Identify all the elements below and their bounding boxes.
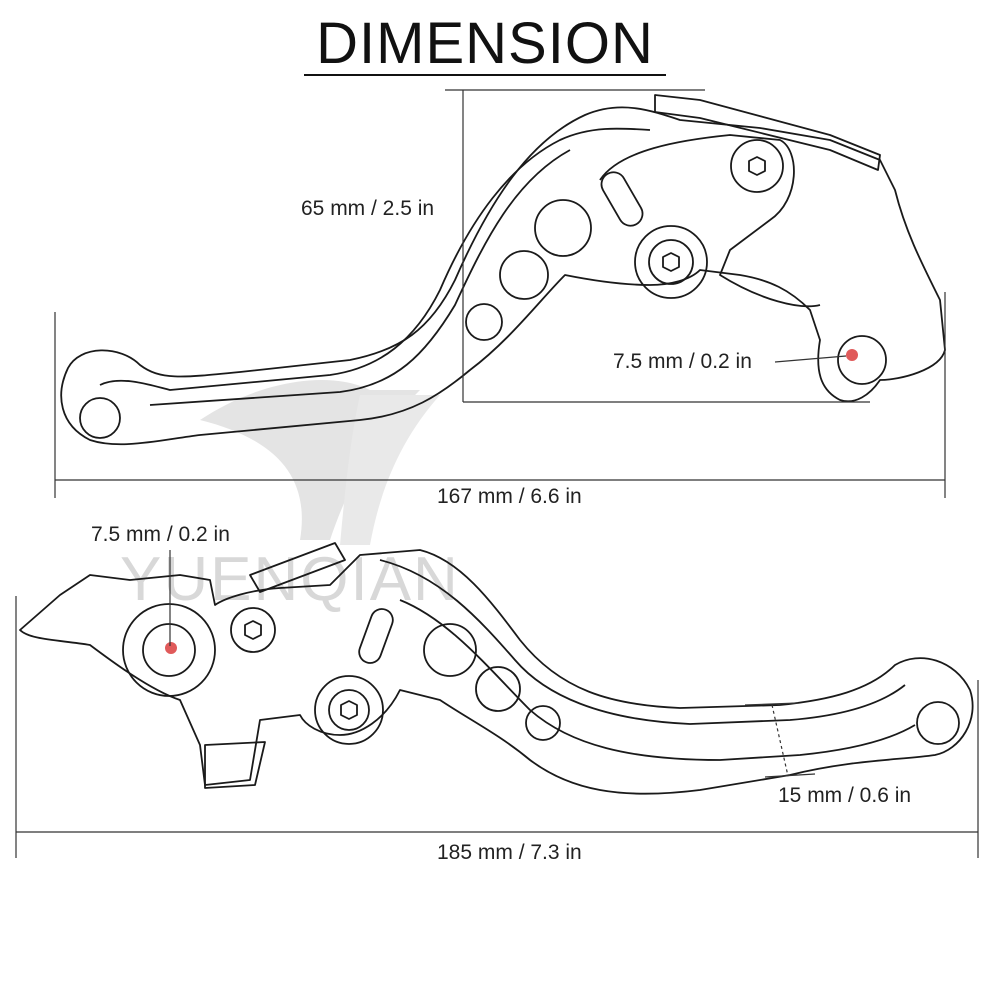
bottom-lever-arm-inner-2	[399, 599, 916, 761]
top-lever-screw-1-hex	[748, 156, 766, 176]
bottom-width-label: 15 mm / 0.6 in	[778, 784, 912, 807]
top-lever-end-hole	[79, 397, 121, 439]
bottom-dimension-lines	[15, 550, 979, 858]
bottom-lever-pivot-hex	[340, 700, 358, 720]
bottom-lever-hole-2	[475, 666, 521, 712]
bottom-lever-mount-inner	[142, 623, 196, 677]
top-dimension-lines	[54, 89, 946, 498]
bottom-lever-screw-1	[230, 607, 276, 653]
bottom-lever-hole-3	[525, 705, 561, 741]
bottom-lever-adjust-knob	[358, 608, 394, 664]
top-lever-mount-marker	[846, 349, 858, 361]
watermark-text: YUENQIAN	[120, 545, 460, 614]
bottom-lever-outline	[19, 549, 974, 795]
top-lever-screw-1	[730, 139, 784, 193]
bottom-width-cap-bottom	[764, 773, 816, 778]
top-lever-hole-1	[465, 303, 503, 341]
top-lever-pivot-hex	[662, 252, 680, 272]
top-lever-arm-outline	[60, 106, 946, 446]
watermark-swoosh-2	[340, 395, 440, 545]
bottom-lever-arm-inner	[379, 559, 906, 725]
top-lever-pivot-inner	[648, 239, 694, 285]
bottom-length-label: 185 mm / 7.3 in	[437, 841, 582, 864]
top-lever-mount-hole	[837, 335, 887, 385]
bottom-lever-clamp-tab	[204, 741, 266, 789]
top-lever	[60, 94, 946, 446]
top-length-label: 167 mm / 6.6 in	[437, 485, 582, 508]
bottom-lever-hole-1	[423, 623, 477, 677]
bottom-lever-pivot	[314, 675, 384, 745]
page-title: DIMENSION	[316, 11, 654, 76]
bottom-lever-mount-outer	[122, 603, 216, 697]
bottom-lever-top-plate	[249, 542, 346, 593]
bottom-lever-screw-1-hex	[244, 620, 262, 640]
top-lever-adjust-knob	[600, 171, 644, 227]
bottom-lever-pivot-inner	[328, 689, 370, 731]
watermark-logo: YUENQIAN	[120, 380, 460, 614]
bottom-lever-end-hole	[916, 701, 960, 745]
top-lever-arm-inner	[99, 127, 651, 391]
bottom-hole-label: 7.5 mm / 0.2 in	[91, 523, 230, 546]
top-lever-hole-3	[534, 199, 592, 257]
top-height-label: 65 mm / 2.5 in	[301, 197, 435, 220]
top-lever-adjuster-body	[599, 134, 821, 308]
top-hole-leader	[774, 355, 847, 363]
top-lever-pivot	[634, 225, 708, 299]
top-lever-arm-inner-2	[149, 149, 571, 406]
bottom-lever	[19, 542, 974, 795]
bottom-lever-mount-marker	[165, 642, 177, 654]
top-hole-label: 7.5 mm / 0.2 in	[613, 350, 752, 373]
title-underline	[304, 74, 666, 76]
bottom-width-cap-top	[744, 702, 799, 706]
top-lever-hole-2	[499, 250, 549, 300]
bottom-width-line	[771, 704, 789, 777]
top-lever-clamp-plate	[654, 94, 881, 171]
